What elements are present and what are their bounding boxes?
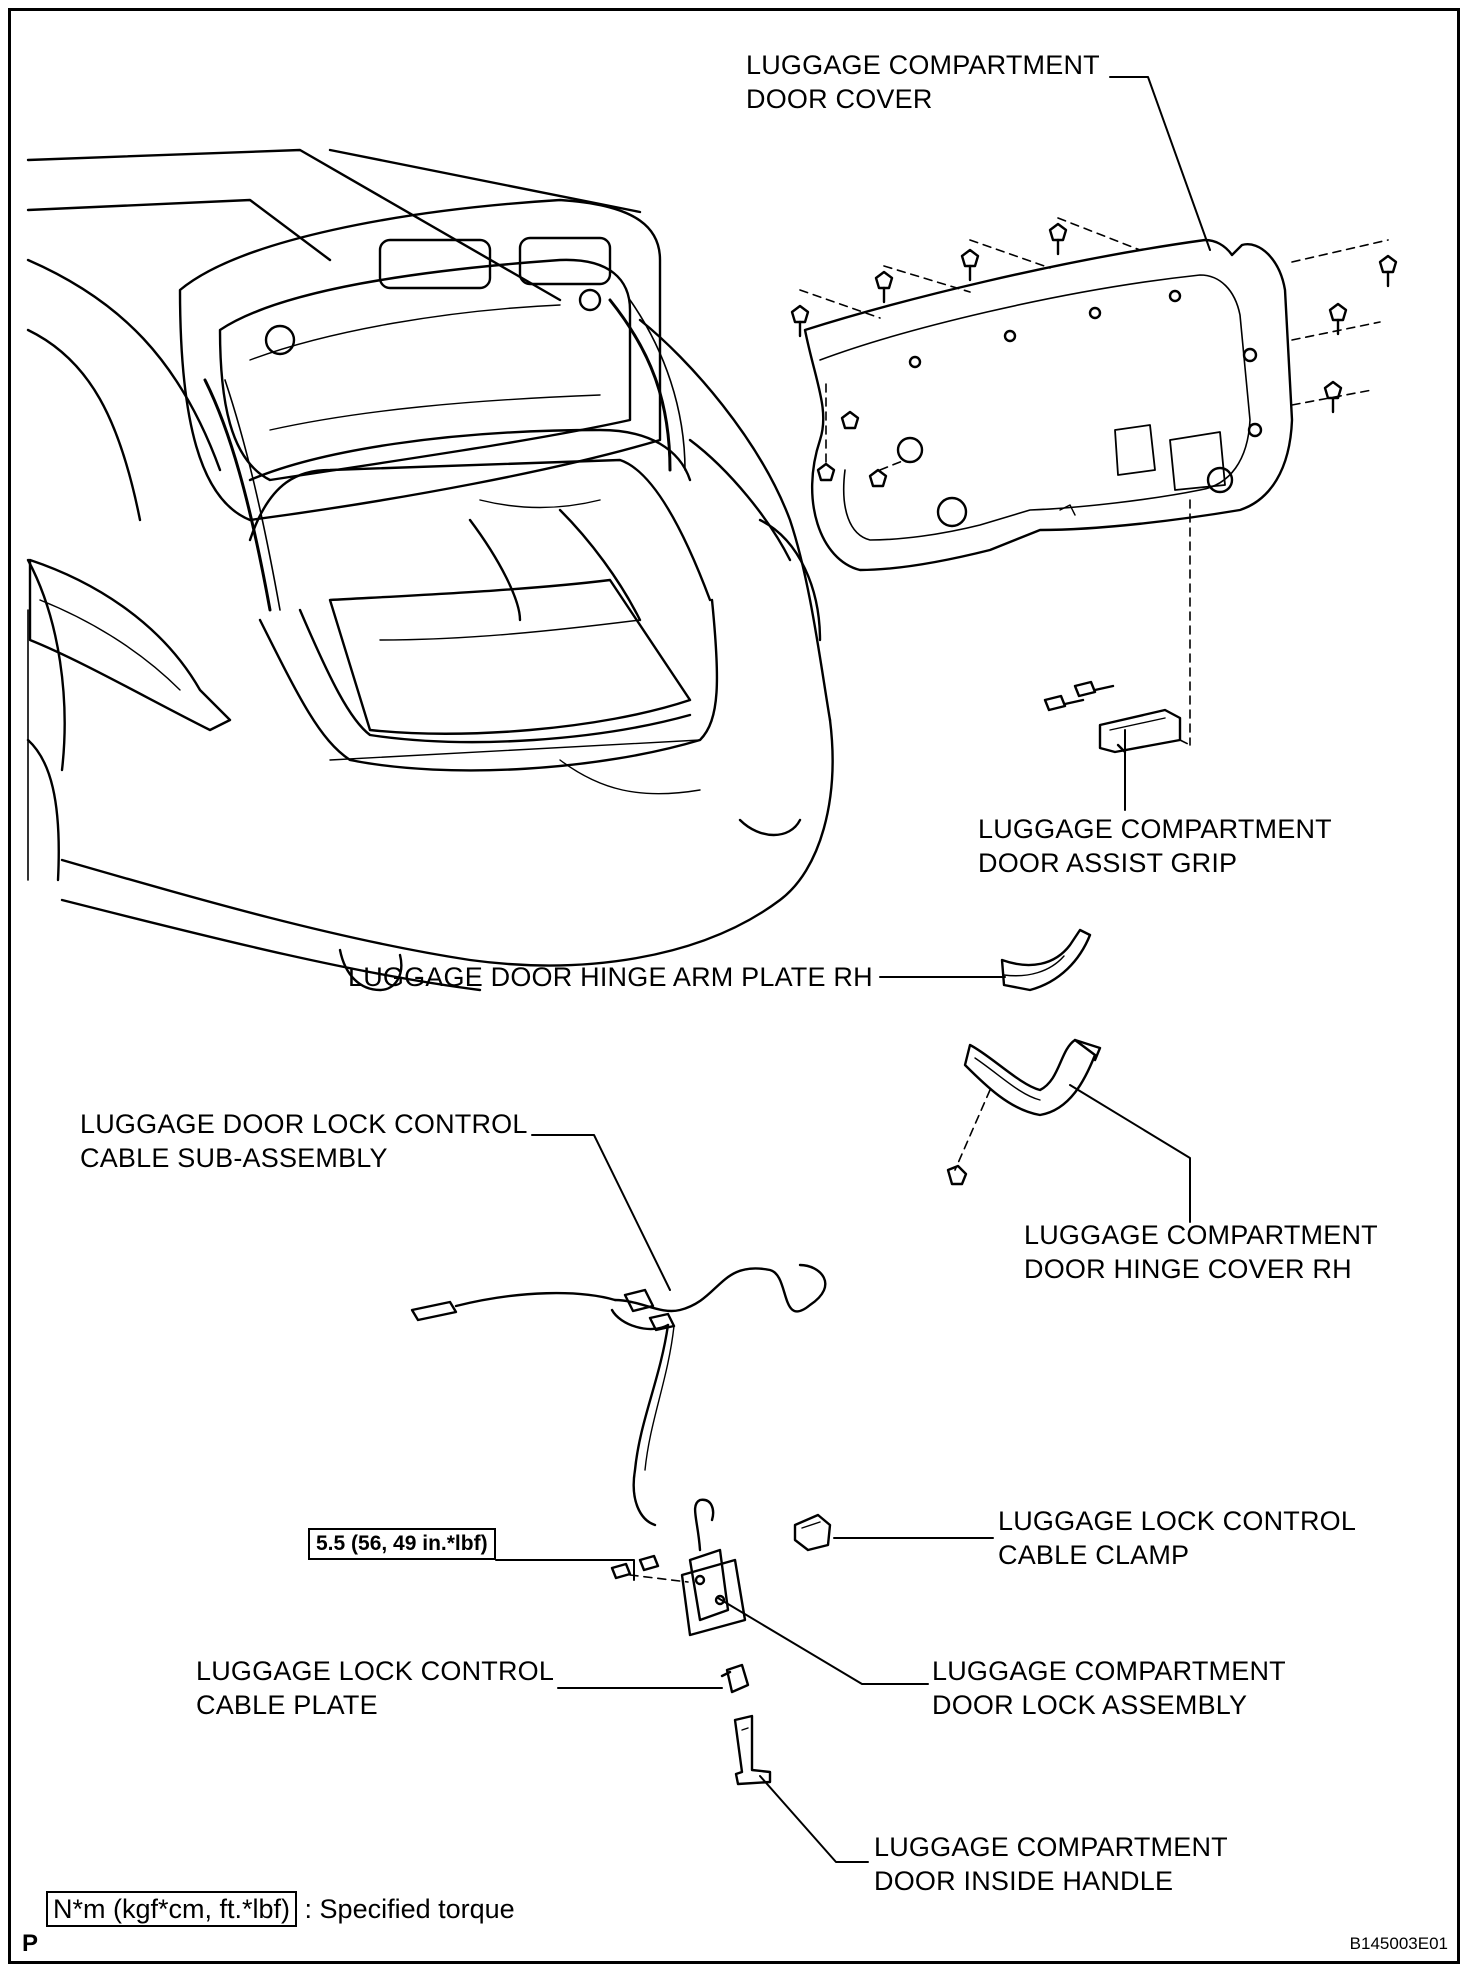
figure-id: B145003E01 [1349,1934,1448,1953]
label-cable-plate: LUGGAGE LOCK CONTROL CABLE PLATE [196,1654,554,1722]
car-rear-illustration [26,148,834,992]
door-cover-part [790,217,1398,746]
cable-plate-part [720,1663,750,1694]
diagram-frame [8,8,1460,1964]
hinge-arm-plate-part [1000,928,1092,992]
label-line: LUGGAGE DOOR HINGE ARM PLATE RH [348,962,873,992]
label-cable-clamp: LUGGAGE LOCK CONTROL CABLE CLAMP [998,1504,1356,1572]
label-control-cable: LUGGAGE DOOR LOCK CONTROL CABLE SUB-ASSE… [80,1107,528,1175]
label-line: LUGGAGE DOOR LOCK CONTROL [80,1109,528,1139]
assist-grip-part [1043,680,1191,754]
leader-lines [495,76,1211,1863]
label-line: LUGGAGE LOCK CONTROL [196,1656,555,1686]
label-line: DOOR ASSIST GRIP [978,848,1238,878]
label-line: DOOR LOCK ASSEMBLY [932,1690,1248,1720]
lock-assembly-part [610,1498,747,1637]
label-line: DOOR INSIDE HANDLE [874,1866,1174,1896]
label-lock-assembly: LUGGAGE COMPARTMENT DOOR LOCK ASSEMBLY [932,1654,1286,1722]
hinge-cover-part [946,1038,1102,1186]
label-line: CABLE CLAMP [998,1540,1190,1570]
cable-clamp-part [793,1513,832,1552]
label-hinge-cover: LUGGAGE COMPARTMENT DOOR HINGE COVER RH [1024,1218,1378,1286]
label-line: CABLE SUB-ASSEMBLY [80,1143,388,1173]
label-line: LUGGAGE COMPARTMENT [1024,1220,1378,1250]
legend-text: : Specified torque [304,1894,515,1924]
label-line: DOOR HINGE COVER RH [1024,1254,1352,1284]
label-line: DOOR COVER [746,84,933,114]
control-cable-part [410,1263,827,1527]
inside-handle-part [733,1714,772,1786]
legend-unit-box: N*m (kgf*cm, ft.*lbf) [46,1891,298,1927]
label-door-cover: LUGGAGE COMPARTMENT DOOR COVER [746,48,1100,116]
torque-spec-box: 5.5 (56, 49 in.*lbf) [308,1528,496,1560]
label-inside-handle: LUGGAGE COMPARTMENT DOOR INSIDE HANDLE [874,1830,1228,1898]
label-line: LUGGAGE COMPARTMENT [932,1656,1286,1686]
torque-legend: N*m (kgf*cm, ft.*lbf) : Specified torque [46,1891,515,1927]
label-line: LUGGAGE LOCK CONTROL [998,1506,1357,1536]
label-line: LUGGAGE COMPARTMENT [874,1832,1228,1862]
label-line: LUGGAGE COMPARTMENT [746,50,1100,80]
label-assist-grip: LUGGAGE COMPARTMENT DOOR ASSIST GRIP [978,812,1332,880]
corner-mark: P [22,1930,39,1957]
label-line: CABLE PLATE [196,1690,378,1720]
label-hinge-arm-plate: LUGGAGE DOOR HINGE ARM PLATE RH [348,960,873,994]
label-line: LUGGAGE COMPARTMENT [978,814,1332,844]
